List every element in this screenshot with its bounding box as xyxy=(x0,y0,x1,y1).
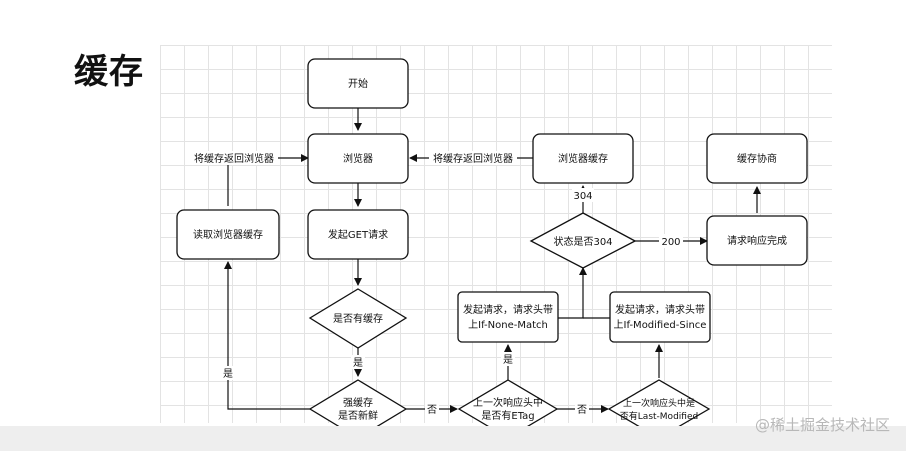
if-none-match-line1: 发起请求，请求头带 xyxy=(463,303,553,316)
send-get-label: 发起GET请求 xyxy=(328,228,388,241)
edge-label-200: 200 xyxy=(661,237,680,248)
edge-label-no-fresh: 否 xyxy=(427,404,437,416)
edge-label-return-left: 将缓存返回浏览器 xyxy=(194,152,274,165)
node-cache-negotiation xyxy=(706,133,808,184)
start-label: 开始 xyxy=(348,77,368,90)
edge-strong-read xyxy=(224,261,310,410)
node-status-304 xyxy=(529,212,637,269)
node-response-complete xyxy=(706,215,808,266)
response-complete-label: 请求响应完成 xyxy=(727,234,787,247)
edge-read-browser xyxy=(227,154,309,206)
node-if-modified-since xyxy=(609,291,711,343)
edge-label-no-etag: 否 xyxy=(577,404,587,416)
node-send-get xyxy=(307,209,409,260)
edge-label-304: 304 xyxy=(573,191,592,202)
browser-cache-label: 浏览器缓存 xyxy=(558,152,608,165)
strong-cache-line2: 是否新鲜 xyxy=(338,409,378,422)
watermark: @稀土掘金技术社区 xyxy=(754,416,890,434)
edge-inm-status xyxy=(558,267,587,319)
if-modified-since-line2: 上If-Modified-Since xyxy=(614,319,707,331)
node-start xyxy=(307,58,409,109)
node-browser-cache xyxy=(532,133,634,184)
has-last-modified-line2: 否有Last-Modified xyxy=(620,410,698,422)
browser-label: 浏览器 xyxy=(343,152,373,165)
slide-title: 缓存 xyxy=(74,52,144,92)
has-etag-line2: 是否有ETag xyxy=(481,409,534,422)
strong-cache-line1: 强缓存 xyxy=(343,396,373,409)
node-read-browser-cache xyxy=(176,209,280,260)
has-etag-line1: 上一次响应头中 xyxy=(473,396,543,409)
has-cache-label: 是否有缓存 xyxy=(333,312,383,325)
read-browser-cache-label: 读取浏览器缓存 xyxy=(193,228,263,241)
edge-label-yes-has-cache: 是 xyxy=(353,357,363,369)
bottom-bar xyxy=(0,426,906,451)
node-browser xyxy=(307,133,409,184)
node-if-none-match xyxy=(457,291,559,343)
if-none-match-line2: 上If-None-Match xyxy=(468,319,548,331)
edge-label-yes-fresh: 是 xyxy=(223,368,233,380)
if-modified-since-line1: 发起请求，请求头带 xyxy=(615,303,705,316)
edge-label-yes-etag: 是 xyxy=(503,354,513,366)
node-has-cache xyxy=(308,288,408,349)
status-304-label: 状态是否304 xyxy=(553,235,612,248)
has-last-modified-line1: 上一次响应头中是 xyxy=(623,397,695,409)
edge-label-return-right: 将缓存返回浏览器 xyxy=(433,152,513,165)
cache-negotiation-label: 缓存协商 xyxy=(737,152,777,165)
